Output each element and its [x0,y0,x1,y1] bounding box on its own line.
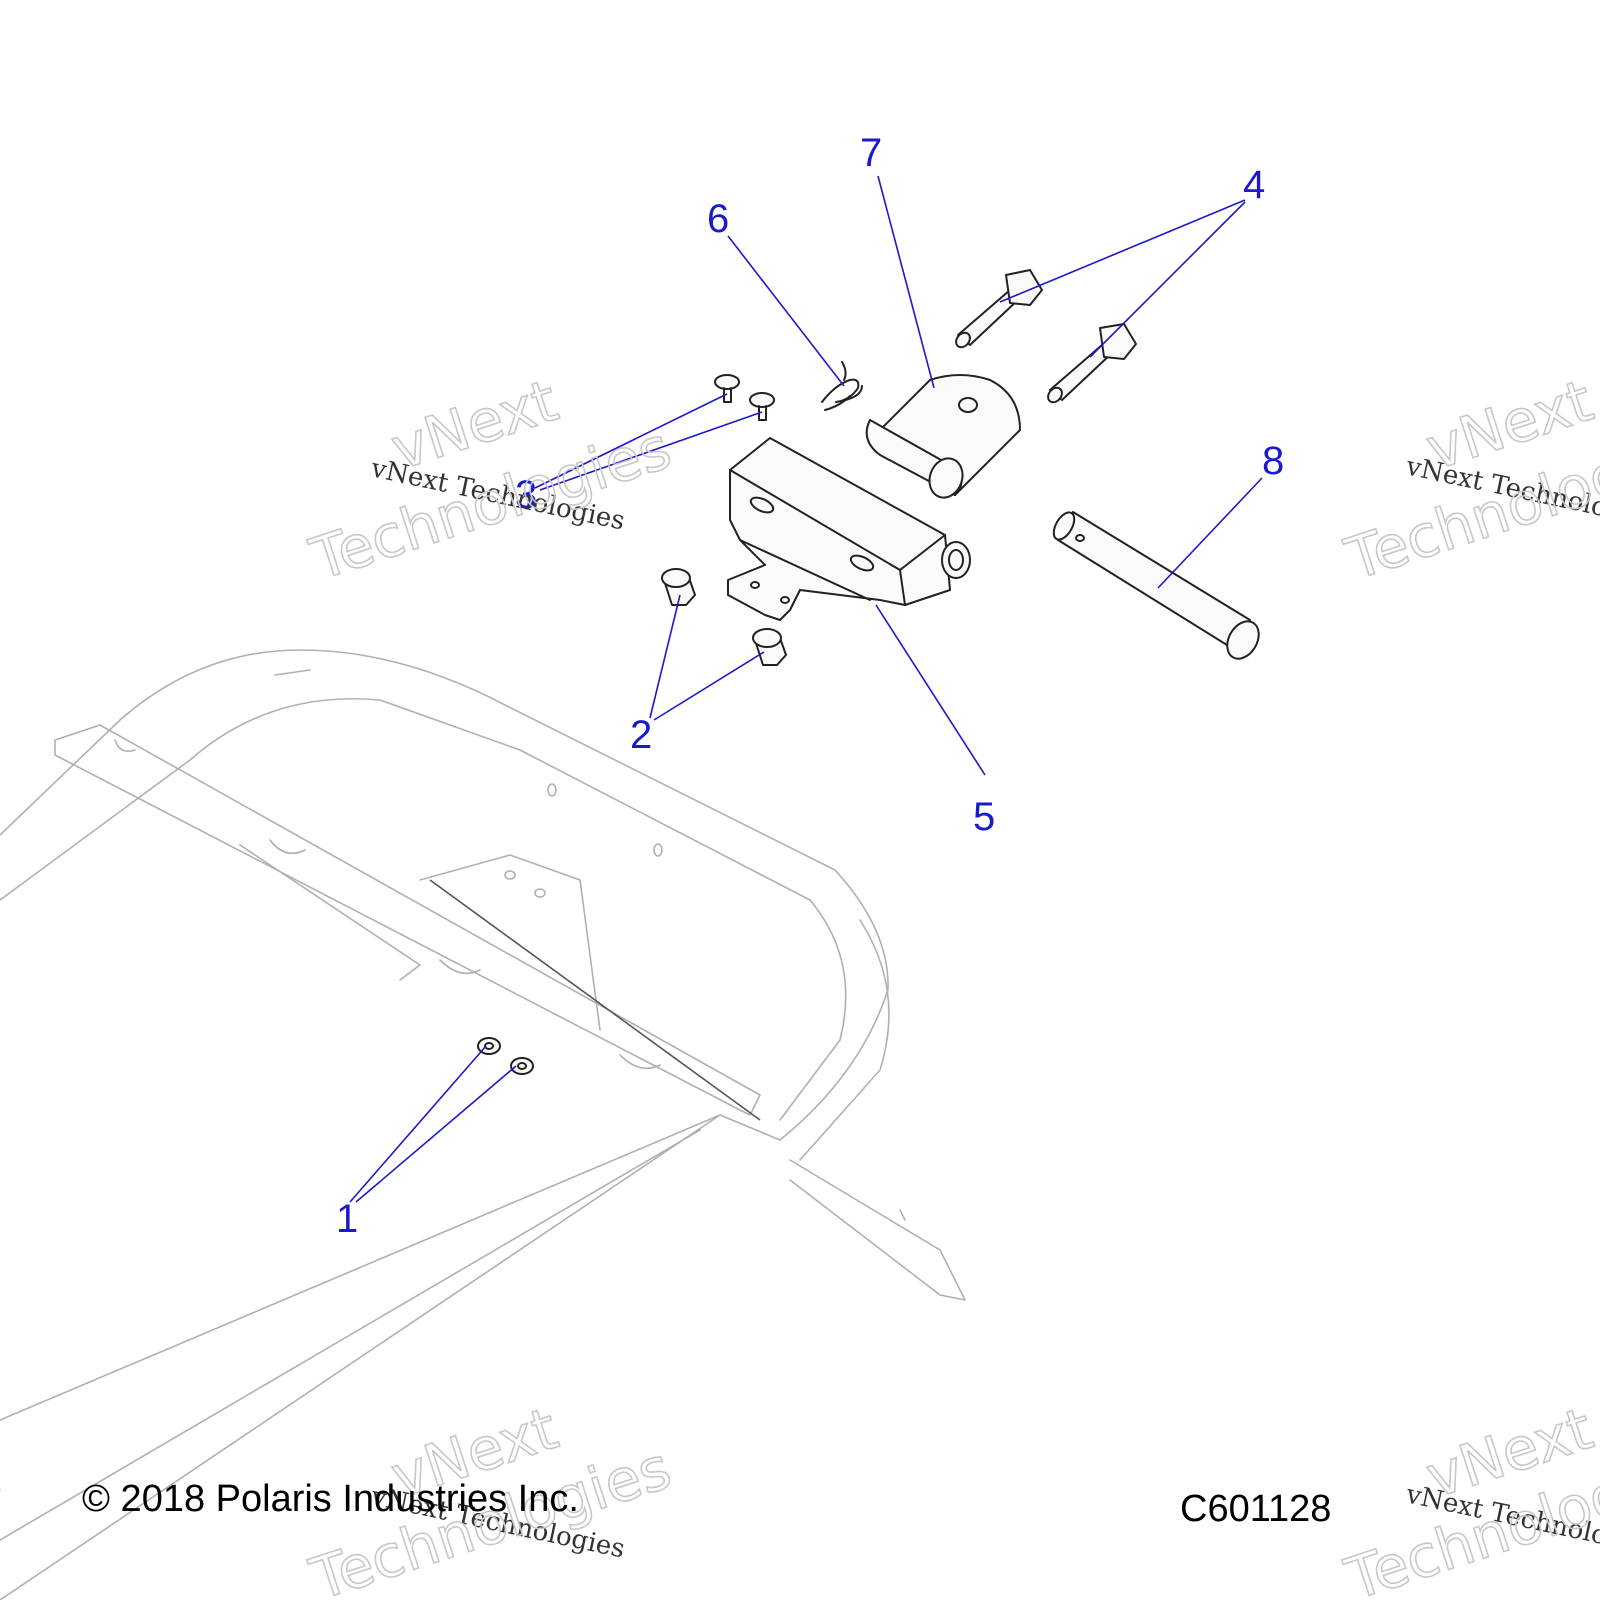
flange-bolts [955,269,1137,404]
washer-pair [477,1037,534,1075]
callout-5: 5 [973,795,995,839]
callout-6: 6 [707,197,729,241]
callout-1: 1 [336,1197,358,1241]
callout-2: 2 [630,713,652,757]
copyright-notice: © 2018 Polaris Industries Inc. [82,1478,579,1520]
figure-code: C601128 [1180,1488,1332,1530]
callout-3: 3 [515,473,537,517]
hitch-pin [1052,511,1260,660]
rivets [714,374,775,421]
callout-labels: 1 2 3 4 5 6 7 8 [336,131,1284,1241]
vehicle-frame [0,649,966,1600]
callout-4: 4 [1243,163,1265,207]
spacers [661,568,787,666]
hitch-tab [865,374,1021,499]
hair-pin-clip [821,361,863,411]
hitch-bracket [727,437,971,621]
leader-lines [349,175,1263,1203]
callout-8: 8 [1262,439,1284,483]
callout-7: 7 [860,131,882,175]
